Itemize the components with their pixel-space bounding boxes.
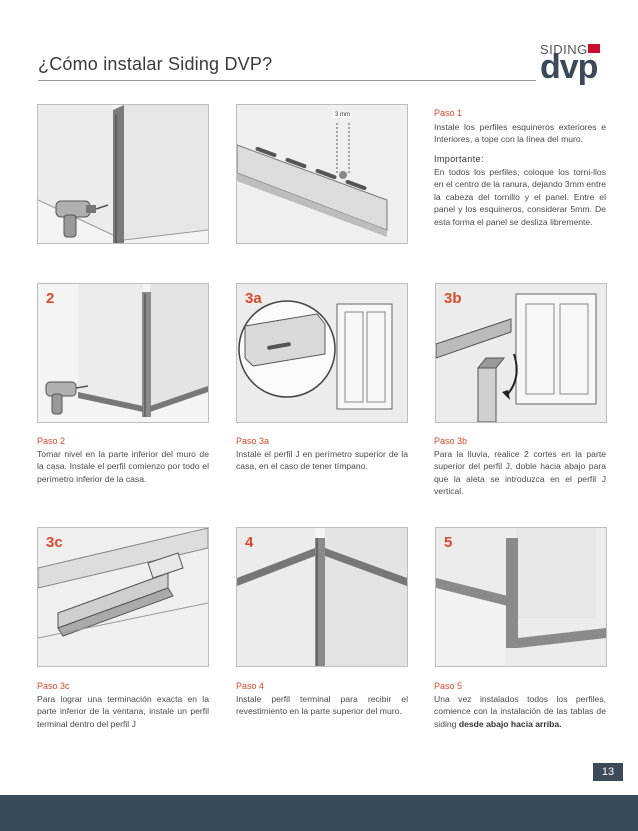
step4-title: Paso 4 — [236, 681, 264, 691]
step3b-title: Paso 3b — [434, 436, 467, 446]
step-number-3c: 3c — [46, 534, 63, 551]
step5-title: Paso 5 — [434, 681, 462, 691]
logo-dvp-text: dvp — [540, 50, 597, 84]
step-number-5: 5 — [444, 534, 452, 551]
figure-step1-corner — [37, 104, 209, 244]
step5-text: Una vez instalados todos los perfiles, c… — [434, 693, 606, 730]
step4-text: Instale perfil terminal para recibir el … — [236, 693, 408, 718]
step-number-3a: 3a — [245, 290, 262, 307]
measure-label: 3 mm — [333, 112, 352, 118]
step-number-2: 2 — [46, 290, 54, 307]
step1-text: Instale los perfiles esquineros exterior… — [434, 121, 606, 146]
step2-title: Paso 2 — [37, 436, 65, 446]
step3b-text: Para la lluvia, realice 2 cortes en la p… — [434, 448, 606, 498]
step3c-title: Paso 3c — [37, 681, 70, 691]
step2-text: Tomar nivel en la parte inferior del mur… — [37, 448, 209, 485]
step-number-3b: 3b — [444, 290, 462, 307]
siding-dvp-logo: SIDING dvp — [540, 42, 606, 86]
figure-step1-slots: 3 mm — [236, 104, 408, 244]
figure-step3a: 3a — [236, 283, 408, 423]
step1-important-text: En todos los perfiles, coloque los torni… — [434, 166, 606, 228]
figure-step5: 5 — [435, 527, 607, 667]
figure-step2: 2 — [37, 283, 209, 423]
step3a-text: Instale el perfil J en perímetro superio… — [236, 448, 408, 473]
step1-important-title: Importante: — [434, 154, 484, 164]
step1-title: Paso 1 — [434, 108, 462, 118]
step-number-4: 4 — [245, 534, 253, 551]
step3a-title: Paso 3a — [236, 436, 269, 446]
figure-step3b: 3b — [435, 283, 607, 423]
footer-band — [0, 795, 638, 831]
title-divider — [38, 80, 536, 81]
page-number: 13 — [593, 763, 623, 781]
page-title: ¿Cómo instalar Siding DVP? — [38, 54, 272, 75]
figure-step3c: 3c — [37, 527, 209, 667]
step3c-text: Para lograr una terminación exacta en la… — [37, 693, 209, 730]
figure-step4: 4 — [236, 527, 408, 667]
step5-text-bold: desde abajo hacia arriba. — [459, 719, 562, 729]
